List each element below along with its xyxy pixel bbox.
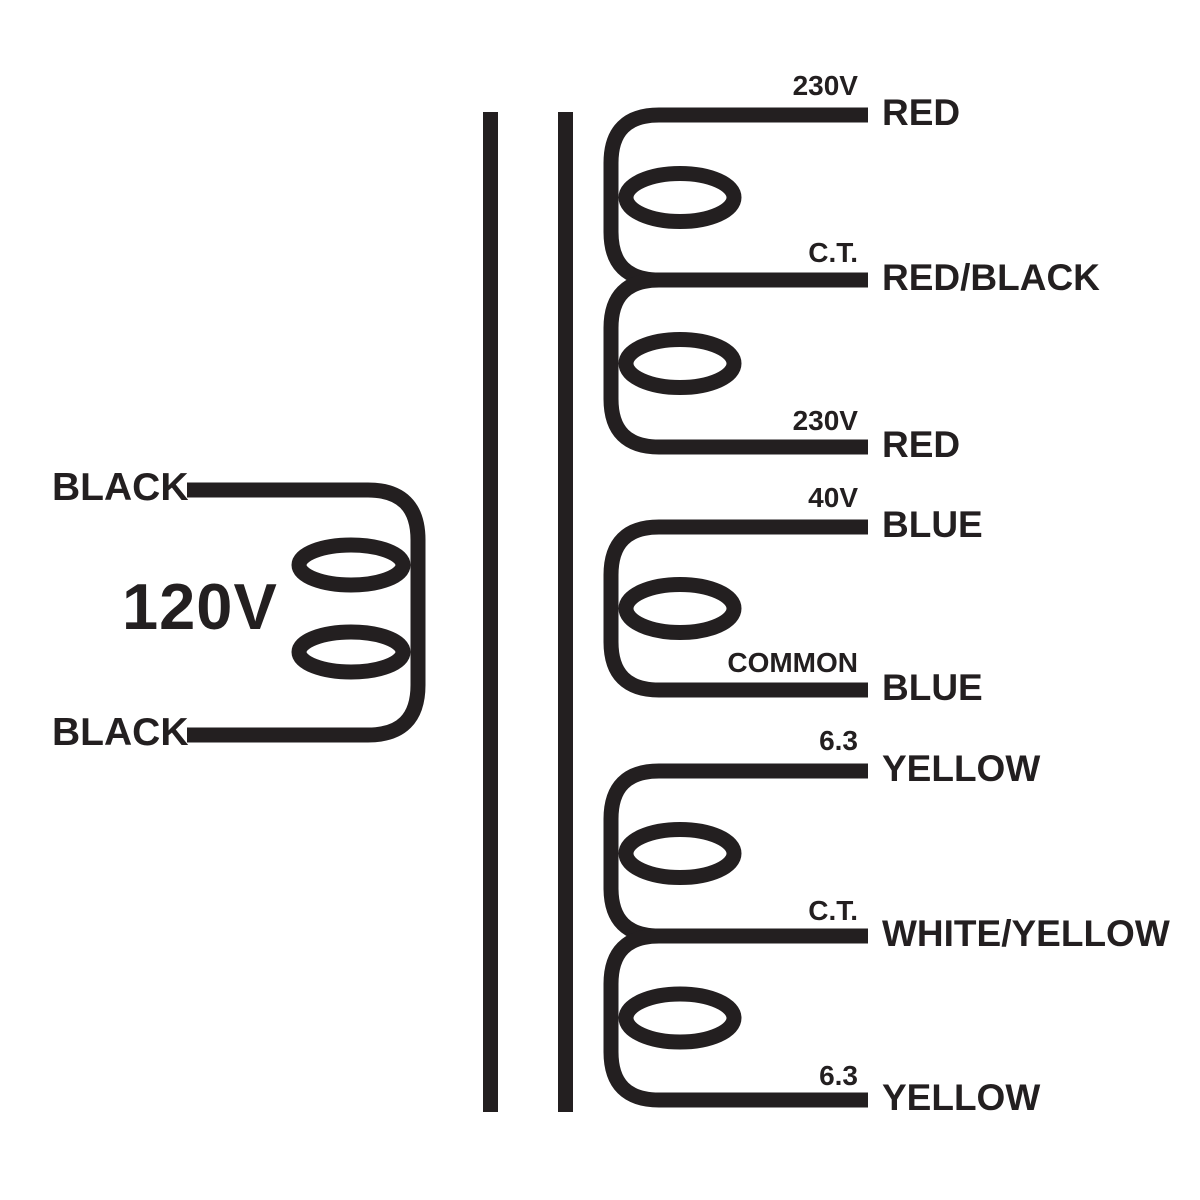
- primary-loop: [291, 624, 411, 680]
- primary-lead-label-top: BLACK: [52, 466, 189, 509]
- winding-wire: [603, 272, 868, 455]
- wire-color-label: RED: [882, 92, 961, 133]
- tap-voltage-label: C.T.: [808, 895, 858, 926]
- primary-wire: [187, 482, 426, 743]
- tap-voltage-label: 40V: [808, 482, 858, 513]
- wire-color-label: YELLOW: [882, 1077, 1041, 1118]
- primary-voltage-label: 120V: [122, 570, 278, 643]
- wire-color-label: RED/BLACK: [882, 257, 1100, 298]
- winding-loop: [618, 332, 742, 395]
- winding-loop: [618, 986, 742, 1050]
- primary-loop: [291, 537, 411, 593]
- secondary-winding-hv: [603, 107, 868, 455]
- tap-voltage-label: 6.3: [819, 725, 858, 756]
- secondary-winding-40v: [603, 519, 868, 698]
- winding-wire: [603, 928, 868, 1108]
- wire-color-label: WHITE/YELLOW: [882, 913, 1170, 954]
- wire-color-label: YELLOW: [882, 748, 1041, 789]
- winding-loop: [618, 166, 742, 229]
- core-laminations: [483, 112, 573, 1112]
- tap-voltage-label: 230V: [792, 405, 858, 436]
- primary-winding: [187, 482, 426, 743]
- tap-voltage-label: COMMON: [727, 647, 858, 678]
- tap-voltage-label: 6.3: [819, 1060, 858, 1091]
- tap-voltage-label: 230V: [792, 70, 858, 101]
- wire-color-label: BLUE: [882, 504, 983, 545]
- wire-color-label: BLUE: [882, 667, 983, 708]
- secondary-winding-6v: [603, 763, 868, 1108]
- wire-color-label: RED: [882, 424, 961, 465]
- primary-lead-label-bottom: BLACK: [52, 711, 189, 754]
- tap-voltage-label: C.T.: [808, 237, 858, 268]
- winding-wire: [603, 519, 868, 698]
- winding-loop: [618, 577, 742, 640]
- winding-loop: [618, 822, 742, 885]
